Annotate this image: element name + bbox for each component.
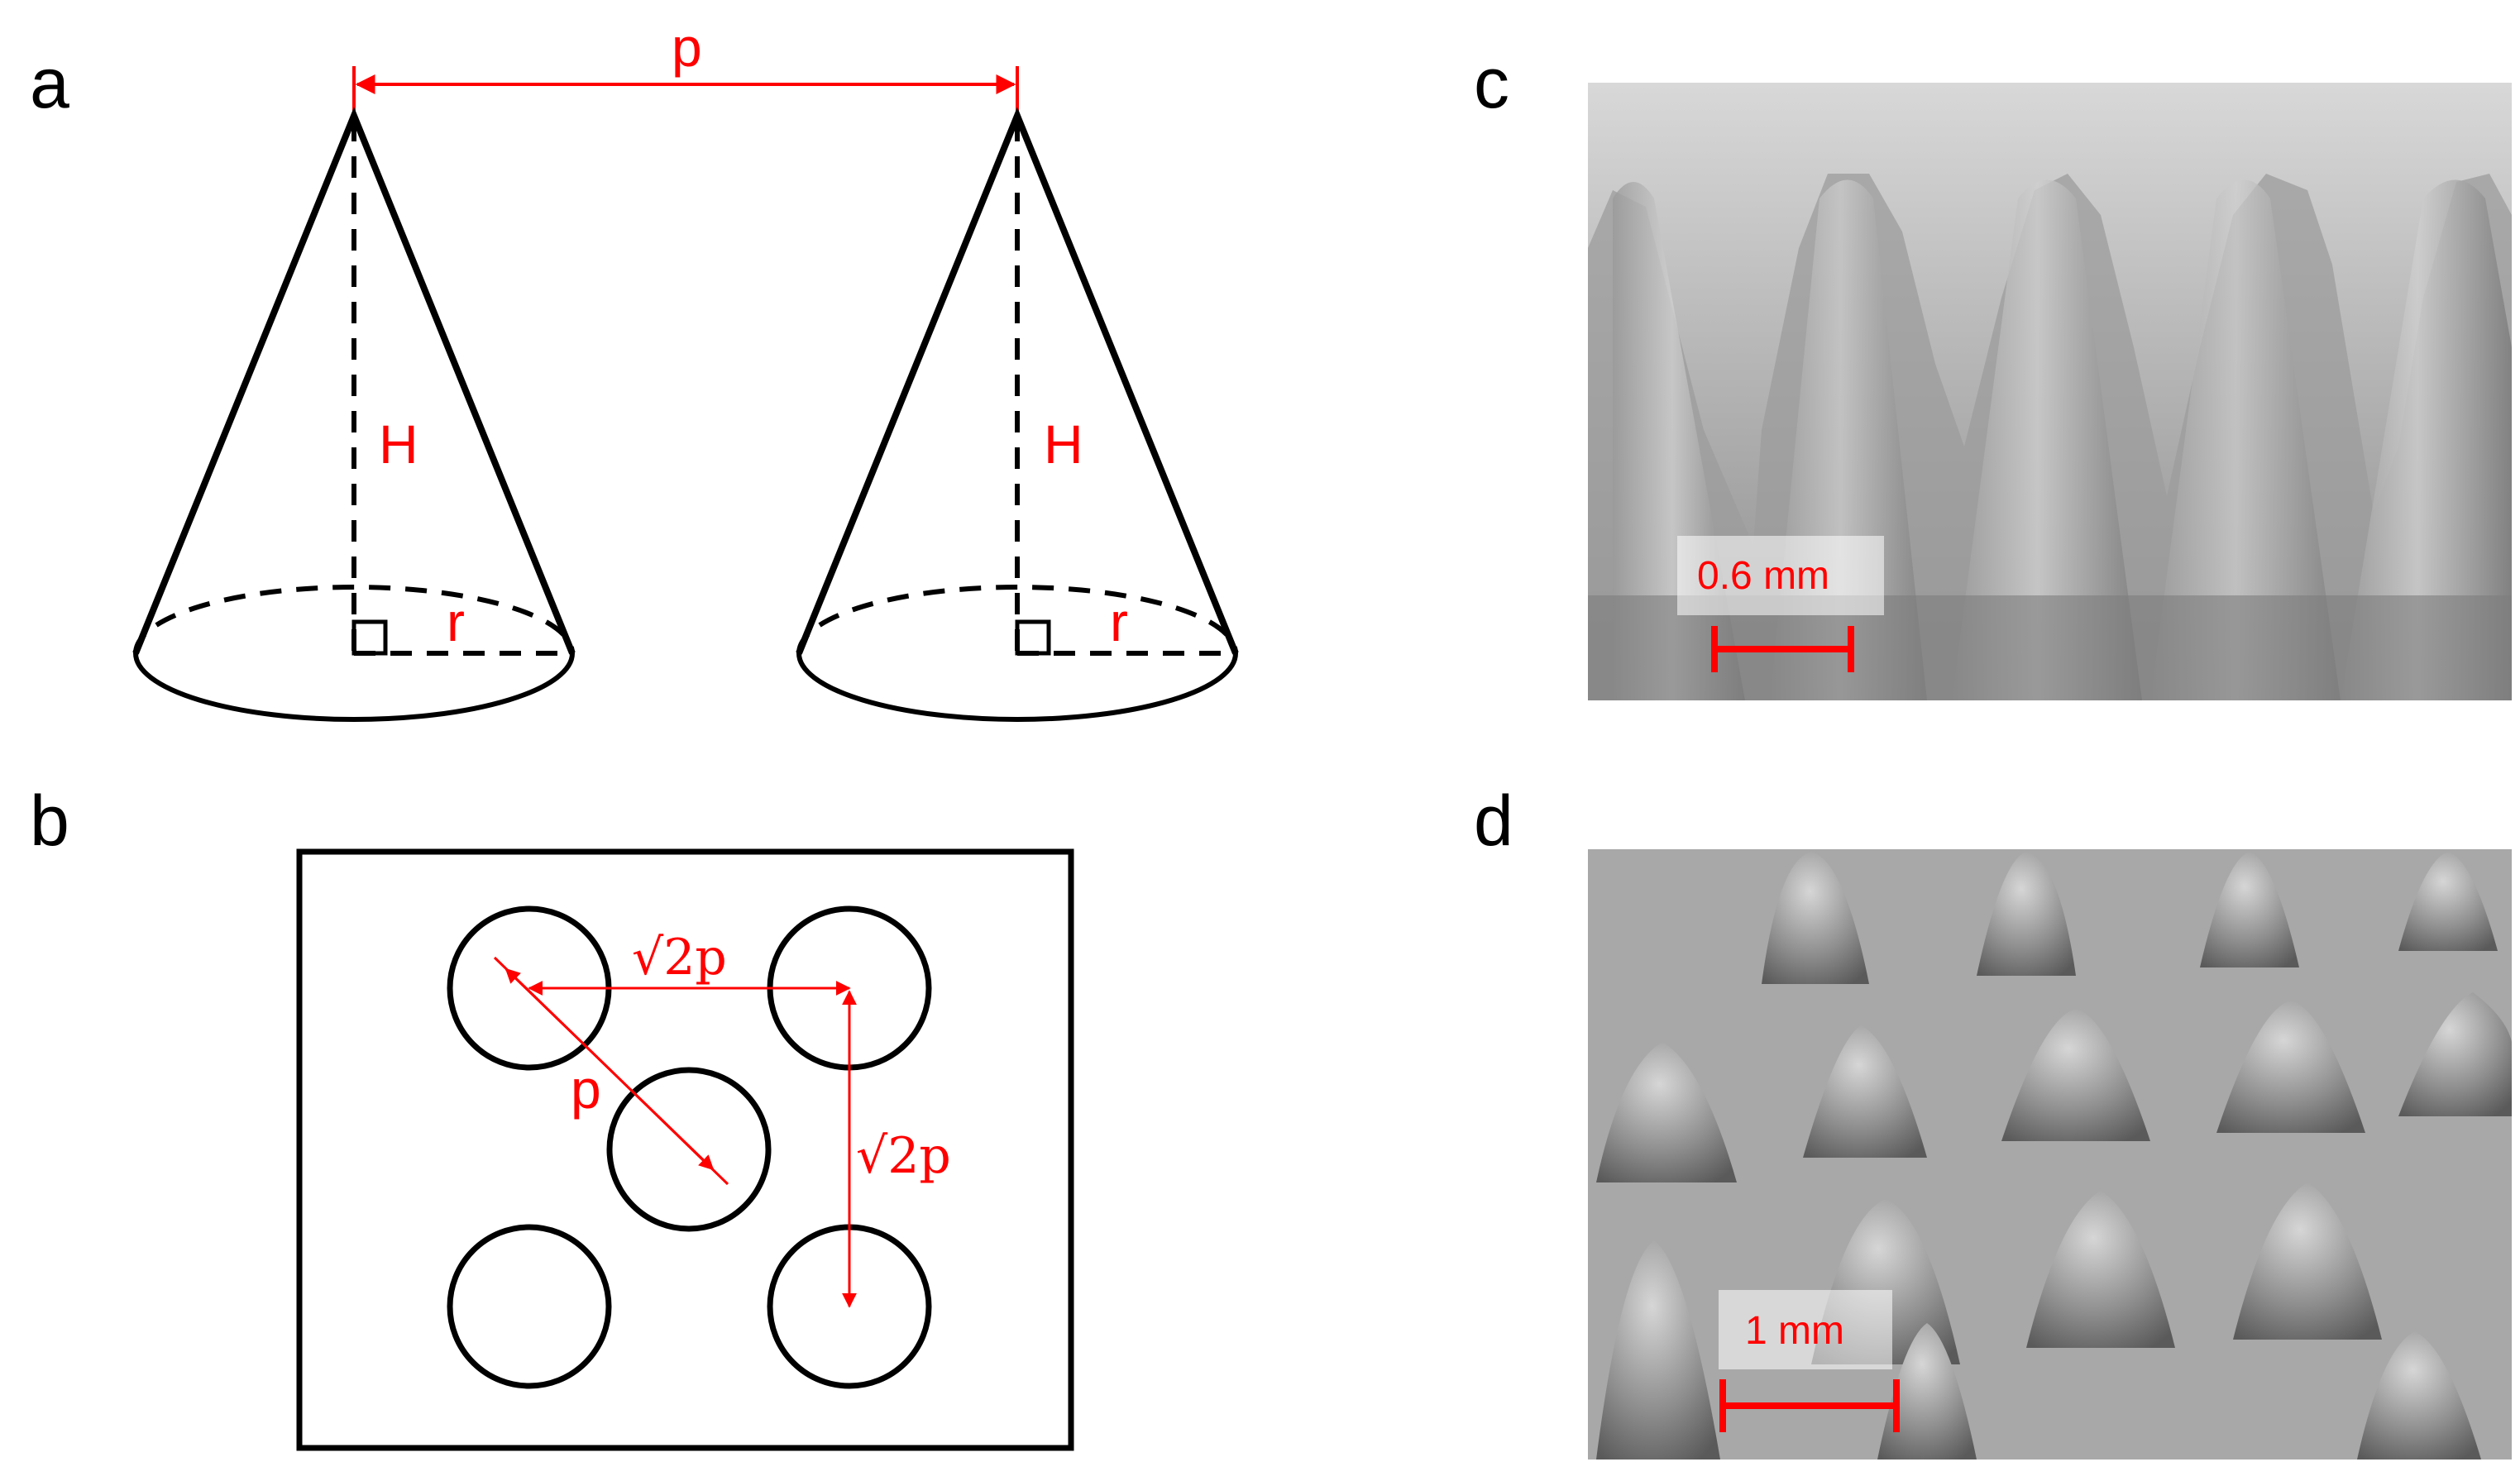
scale-bar-box-c	[1677, 536, 1884, 615]
radius-label-left: r	[447, 591, 465, 652]
panel-b-label: b	[30, 781, 69, 861]
array-frame	[296, 848, 1074, 1451]
panel-b: b p √2p √2p	[30, 781, 1074, 1451]
spacing-label: p	[672, 17, 702, 78]
cone-left	[132, 107, 576, 722]
diagonal-label: p	[571, 1058, 601, 1120]
diagonal-arrow	[504, 967, 715, 1171]
panel-d-label: d	[1474, 781, 1513, 861]
vertical-label: √2p	[856, 1127, 951, 1185]
height-label-left: H	[379, 413, 418, 475]
circle-bottom-left	[447, 1224, 612, 1389]
scale-bar-label-c: 0.6 mm	[1697, 554, 1829, 598]
radius-label-right: r	[1110, 591, 1128, 652]
panel-c: c 0.6 mm	[1474, 44, 2512, 700]
panel-a-label: a	[30, 44, 69, 123]
scale-bar-label-d: 1 mm	[1745, 1309, 1844, 1353]
cone-right	[796, 107, 1239, 722]
scale-bar-box-d	[1719, 1290, 1892, 1369]
horizontal-label: √2p	[632, 929, 727, 987]
panel-c-label: c	[1474, 44, 1509, 123]
height-label-right: H	[1044, 413, 1083, 475]
panel-a: a p H r H r	[30, 17, 1239, 722]
panel-d: d 1 mm	[1474, 781, 2512, 1460]
